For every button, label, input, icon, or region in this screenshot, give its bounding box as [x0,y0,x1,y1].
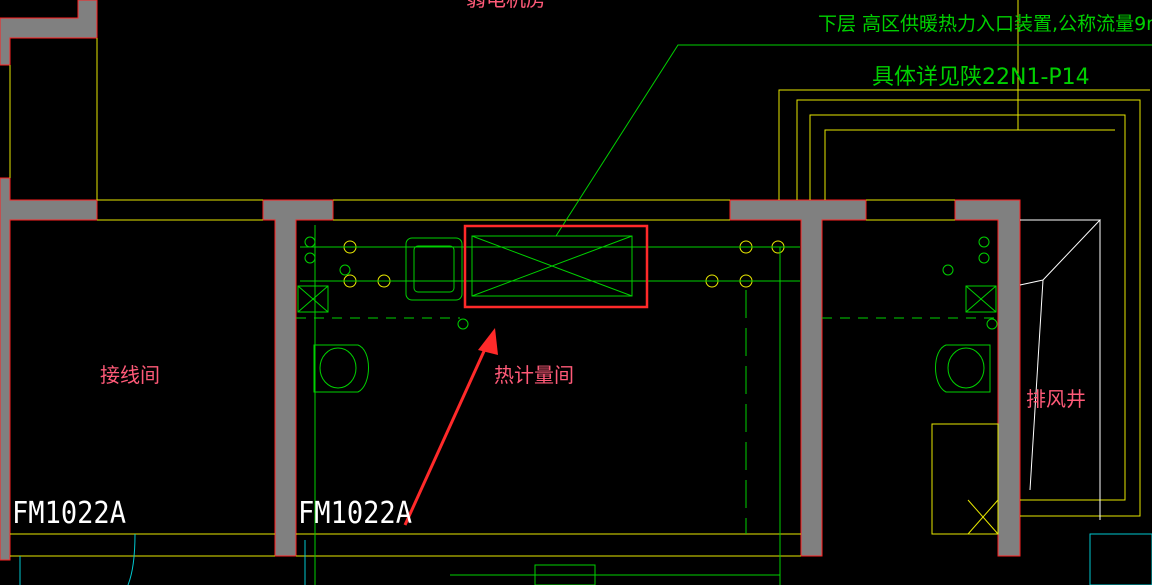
highlight-arrow-shaft [403,337,492,526]
room-label-exhaust-shaft: 排风井 [1026,387,1086,411]
door-code-right: FM1022A [298,496,412,531]
room-label-heat-meter: 热计量间 [494,363,574,387]
highlight-arrow-head [478,328,498,355]
white-lines [1019,219,1102,520]
cyan-lines [19,533,1152,585]
top-partial-label: 弱电机房 [466,0,546,11]
green-lines [296,44,1152,585]
door-code-left: FM1022A [12,496,126,531]
note-line-2: 具体详见陕22N1-P14 [872,65,1090,90]
highlight-annotation [403,224,649,526]
room-label-wiring: 接线间 [100,363,160,387]
highlight-box [463,224,649,309]
wall-column-right [954,199,1021,557]
heat-entry-equipment [471,235,633,297]
note-line-1: 下层 高区供暖热力入口装置,公称流量9m /h [818,13,1152,35]
labels: 弱电机房 下层 高区供暖热力入口装置,公称流量9m /h 具体详见陕22N1-P… [12,0,1152,531]
leader-line [555,44,1152,237]
toilet-left [313,344,369,393]
wall-column-middle [729,199,867,557]
walls [0,0,1021,561]
wall-top-left [0,0,98,66]
toilet-right [935,344,991,393]
yellow-lines [9,0,1150,557]
